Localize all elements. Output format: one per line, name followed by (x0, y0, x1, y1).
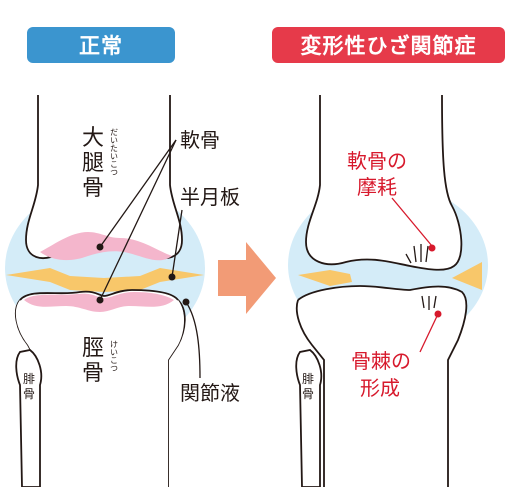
femur-reading: だいたいこつ (110, 128, 119, 176)
normal-cartilage-leader-upper (99, 139, 177, 248)
tibia-label-char1: 脛 (82, 336, 104, 361)
normal-meniscus-leader (171, 209, 183, 278)
oa-spur-leader (419, 313, 439, 353)
oa-wear-leader (391, 197, 433, 247)
normal-cartilage-leader-lower (99, 139, 177, 301)
normal-synovial-dot (182, 298, 190, 306)
bone-spur-label-line1: 骨棘の (351, 349, 411, 373)
oa-fibula-label-char2: 骨 (302, 387, 314, 401)
normal-header-badge: 正常 (27, 27, 175, 63)
normal-tibia-top-edge (19, 289, 179, 301)
fibula-label-char2: 骨 (23, 387, 35, 401)
normal-fibula-bone (15, 349, 43, 487)
oa-spur-marks (421, 295, 437, 310)
cartilage-wear-label-line2: 摩耗 (357, 175, 397, 199)
osteoarthritis-header-text: 変形性ひざ関節症 (300, 34, 477, 58)
fibula-label-char1: 腓 (23, 371, 35, 386)
normal-femur-cartilage (40, 232, 172, 261)
oa-spur-dot (434, 310, 442, 318)
oa-fibula-bone (295, 349, 323, 487)
femur-label-char3: 骨 (82, 176, 104, 201)
oa-meniscus-left (298, 270, 352, 286)
osteoarthritis-knee: 軟骨の 摩耗 骨棘の 形成 腓 骨 (288, 94, 488, 487)
normal-synovial-leader (185, 301, 201, 379)
oa-wear-dot (428, 244, 436, 252)
normal-meniscus (6, 268, 204, 292)
normal-meniscus-dot (168, 273, 176, 281)
progression-arrow (218, 242, 276, 314)
normal-header-text: 正常 (79, 34, 123, 58)
meniscus-label: 半月板 (180, 185, 240, 209)
oa-meniscus-right (452, 262, 482, 290)
oa-wear-marks (405, 244, 429, 264)
oa-tibia-bone (296, 286, 467, 487)
osteoarthritis-header-badge: 変形性ひざ関節症 (272, 27, 505, 63)
bone-spur-label-line2: 形成 (360, 376, 400, 400)
cartilage-wear-label-line1: 軟骨の (347, 149, 407, 173)
normal-cartilage-dot-upper (96, 243, 104, 251)
synovial-fluid-label: 関節液 (180, 381, 240, 405)
femur-label-char2: 腿 (82, 151, 104, 176)
femur-label-char1: 大 (82, 126, 104, 151)
cartilage-label: 軟骨 (180, 128, 220, 152)
oa-femur-bone (305, 94, 463, 271)
oa-fibula-label-char1: 腓 (302, 371, 314, 386)
tibia-label-char2: 骨 (82, 361, 104, 386)
normal-knee: 大 腿 骨 だいたいこつ 脛 骨 けいこつ 腓 骨 軟骨 半月板 関節液 (5, 95, 240, 487)
normal-cartilage-dot-lower (96, 296, 104, 304)
tibia-reading: けいこつ (110, 340, 119, 372)
oa-tibia-outline (295, 285, 468, 487)
normal-tibia-bone (15, 290, 185, 487)
